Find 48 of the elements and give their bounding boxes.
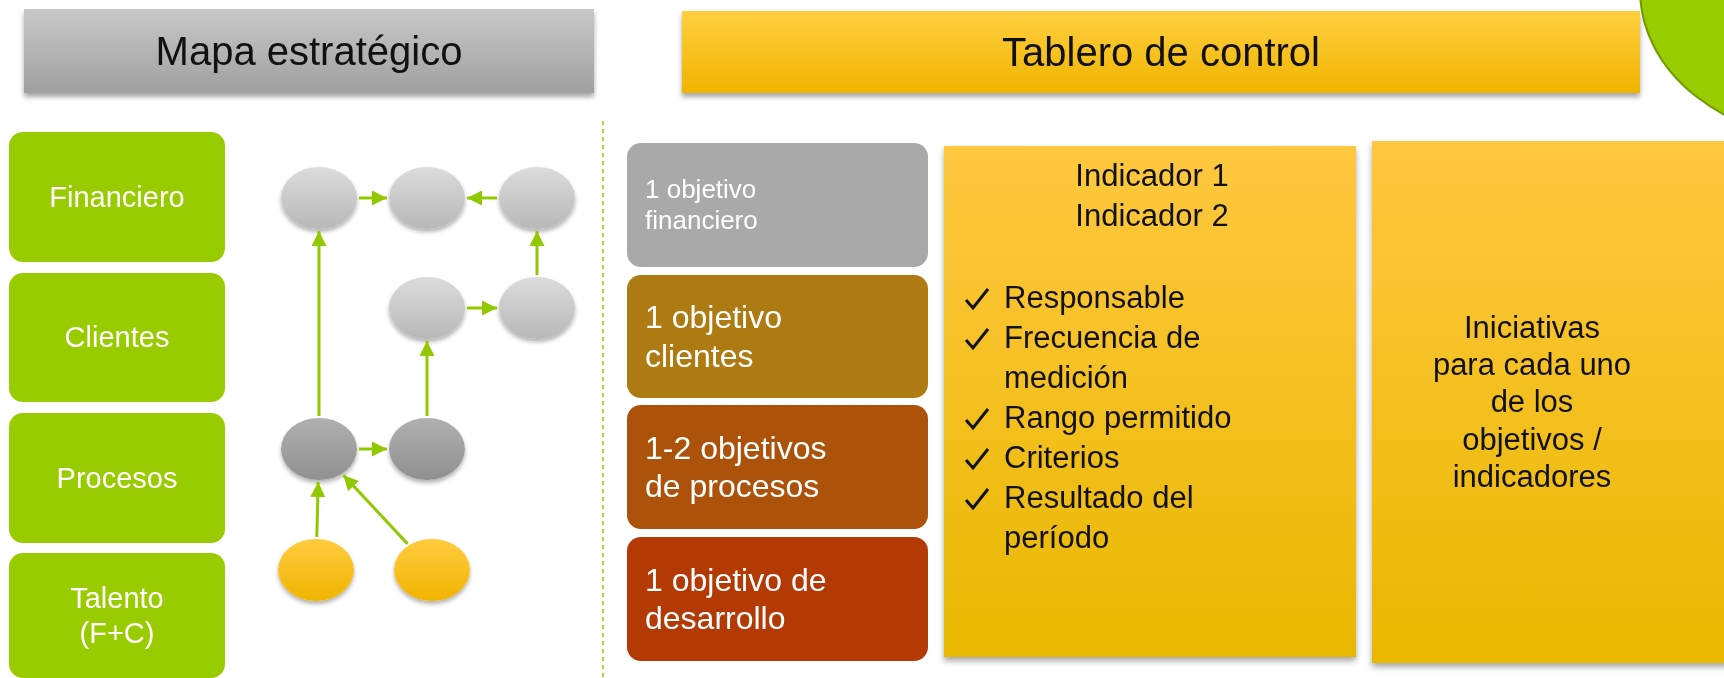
objective-box bbox=[627, 405, 928, 529]
box-label: 1-2 objetivos de procesos bbox=[645, 428, 828, 506]
box-label: 1 objetivo financiero bbox=[645, 173, 759, 237]
arrow bbox=[419, 341, 435, 416]
indicator-text: Indicador 1 bbox=[1074, 157, 1230, 195]
header-title: Mapa estratégico bbox=[155, 28, 463, 75]
header-bar bbox=[24, 9, 594, 93]
indicator-panel bbox=[944, 146, 1356, 657]
header-title: Tablero de control bbox=[1002, 29, 1320, 76]
objective-ellipse bbox=[389, 418, 465, 480]
perspective-box bbox=[9, 413, 225, 543]
objective-ellipse bbox=[389, 167, 465, 229]
arrow bbox=[310, 481, 326, 538]
checklist-item: Rango permitido bbox=[1004, 399, 1232, 437]
perspective-box bbox=[9, 132, 225, 262]
arrow bbox=[359, 441, 387, 457]
box-label: Procesos bbox=[56, 460, 178, 496]
perspective-box bbox=[9, 553, 225, 678]
box-label: 1 objetivo clientes bbox=[645, 298, 783, 375]
objective-box bbox=[627, 537, 928, 661]
initiatives-panel bbox=[1372, 141, 1724, 663]
box-label: Talento (F+C) bbox=[69, 580, 165, 651]
objective-ellipse bbox=[389, 277, 465, 339]
arrow bbox=[342, 474, 409, 545]
objective-ellipse bbox=[281, 418, 357, 480]
indicator-text: Indicador 2 bbox=[1074, 197, 1230, 235]
header-bar bbox=[682, 11, 1640, 93]
checklist-item: Resultado del período bbox=[1004, 479, 1195, 557]
checklist-item: Frecuencia de medición bbox=[1004, 319, 1202, 397]
objective-ellipse bbox=[394, 539, 470, 601]
perspective-box bbox=[9, 273, 225, 402]
objective-ellipse bbox=[499, 167, 575, 229]
objective-ellipse bbox=[278, 539, 354, 601]
box-label: 1 objetivo de desarrollo bbox=[645, 560, 828, 638]
checklist-item: Criterios bbox=[1004, 439, 1120, 477]
initiatives-text: Iniciativas para cada uno de los objetivos / indicadores bbox=[1432, 309, 1632, 495]
arrow bbox=[467, 300, 497, 316]
box-label: Financiero bbox=[49, 179, 185, 215]
arrow bbox=[311, 231, 327, 416]
box-label: Clientes bbox=[64, 320, 170, 355]
objective-ellipse bbox=[281, 167, 357, 229]
objective-box bbox=[627, 143, 928, 267]
arrow bbox=[467, 190, 497, 206]
arrow bbox=[529, 231, 545, 275]
objective-ellipse bbox=[499, 277, 575, 339]
checklist-item: Responsable bbox=[1004, 279, 1185, 317]
objective-box bbox=[627, 275, 928, 398]
arrow bbox=[359, 190, 387, 206]
